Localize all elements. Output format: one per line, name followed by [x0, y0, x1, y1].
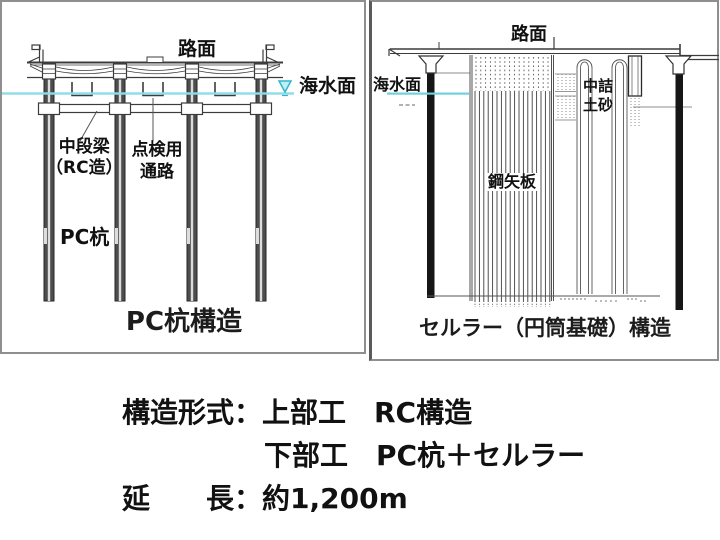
mid-beam-label: 中段梁 （RC造）: [46, 137, 123, 179]
deck-girder: [27, 61, 283, 79]
pc-pile-structure-drawing: [2, 44, 294, 302]
seabed-line: [427, 295, 660, 302]
pc-piles: [43, 78, 267, 302]
fill-soil-label: 中詰 土砂: [583, 77, 613, 115]
pc-pile-label: PC杭: [60, 225, 110, 249]
deck-top-box: [146, 56, 164, 63]
water-line: [2, 92, 294, 95]
inspection-label-line2: 通路: [140, 162, 174, 182]
inner-cylinder-columns: [576, 59, 628, 294]
structure-type-line1: 構造形式：上部工 RC構造: [122, 396, 473, 429]
left-steel-pile: [417, 55, 470, 298]
cellular-structure-drawing: [387, 37, 719, 310]
left-diagram-caption: PC杭構造: [125, 307, 243, 337]
pile-caps: [41, 63, 269, 80]
left-sea-level-label: 海水面: [299, 75, 357, 97]
left-road-surface-label: 路面: [178, 38, 217, 60]
total-length-line: 延 長：約1,200m: [122, 482, 408, 515]
steel-sheet-pile-label: 鋼矢板: [486, 172, 539, 192]
deck-end-curb-right: [262, 44, 279, 64]
water-line: [387, 92, 469, 95]
fill-soil-label-line2: 土砂: [583, 96, 614, 114]
right-diagram-caption: セルラー（円筒基礎）構造: [419, 316, 671, 340]
structure-type-line2: 下部工 PC杭＋セルラー: [264, 439, 586, 472]
water-level-marker: [277, 80, 293, 97]
fill-sand-left: [555, 73, 576, 121]
deck-end-curb-left: [27, 44, 44, 64]
mid-beam-label-line2: （RC造）: [46, 158, 123, 178]
deck-lines: [388, 42, 719, 61]
middle-beam: [37, 102, 273, 116]
right-road-surface-label: 路面: [511, 24, 547, 45]
hanging-tube: [627, 55, 643, 97]
inspection-label-line1: 点検用: [131, 140, 183, 160]
right-sea-level-label: 海水面: [373, 75, 422, 94]
inspection-passage-label: 点検用 通路: [126, 139, 188, 183]
fill-sand-right: [630, 98, 640, 126]
fill-soil-label-line1: 中詰: [583, 77, 614, 95]
pc-pile-structure-panel: [0, 0, 366, 354]
mid-beam-leader-line: [79, 110, 98, 142]
steel-sheet-pile-wall: [469, 55, 554, 307]
mid-beam-label-line1: 中段梁: [58, 137, 110, 157]
inspection-walkway-brackets: [71, 82, 236, 97]
right-steel-pile: [664, 55, 693, 310]
cellular-structure-panel: [369, 0, 719, 361]
